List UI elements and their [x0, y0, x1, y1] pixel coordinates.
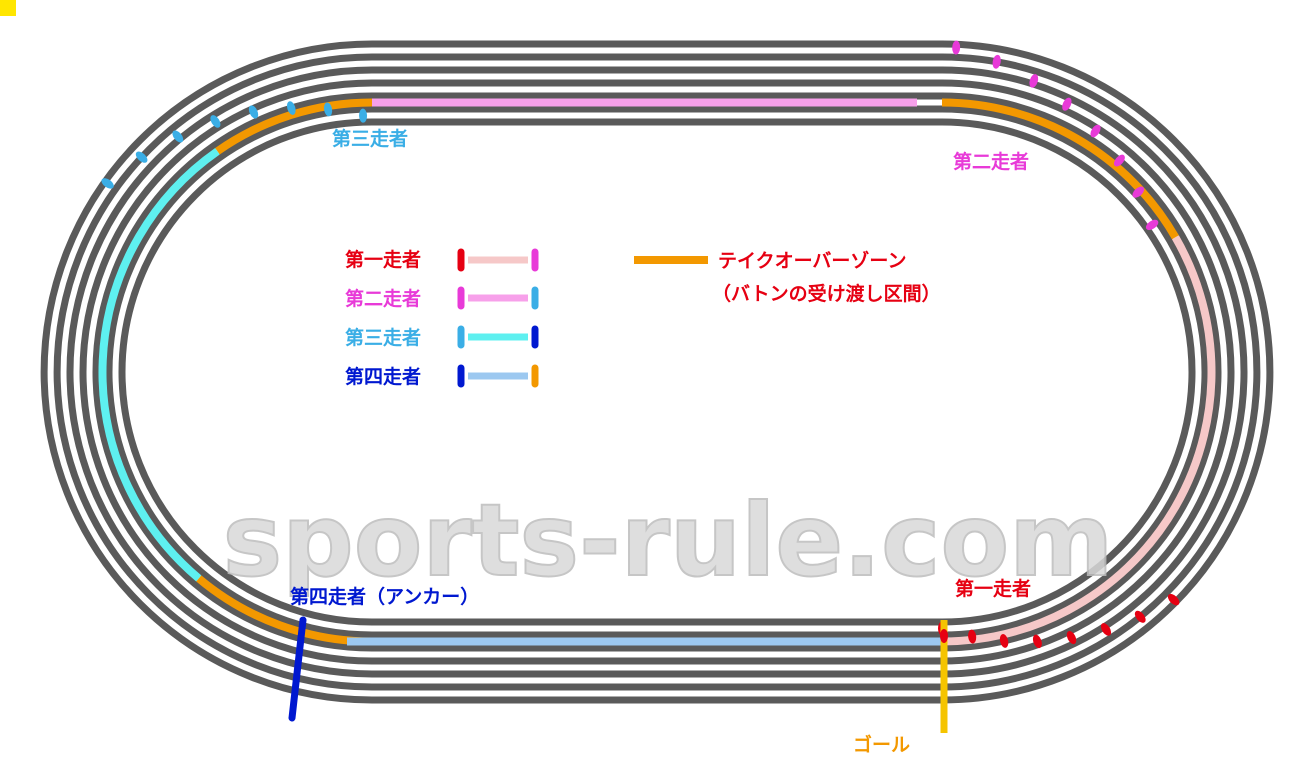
start-mark-runner1-lane1	[940, 629, 948, 643]
label-runner2: 第二走者	[953, 150, 1029, 173]
start-mark-runner3	[248, 105, 259, 119]
leg-runner3	[98, 147, 220, 582]
start-mark-runner1	[1134, 610, 1146, 623]
start-mark-runner3	[359, 108, 368, 123]
legend-item-runner4: 第四走者	[345, 364, 539, 388]
legend-item-runner3: 第三走者	[345, 325, 539, 349]
label-runner3: 第三走者	[332, 127, 408, 150]
start-mark-runner2	[952, 40, 961, 55]
start-mark-runner2	[1062, 97, 1072, 111]
start-mark-runner3	[210, 115, 221, 128]
legend-label: 第一走者	[345, 248, 421, 271]
start-mark-runner1	[1066, 631, 1077, 645]
start-mark-runner1	[1100, 623, 1112, 636]
legend-takeover-note: （バトンの受け渡し区間）	[712, 282, 941, 305]
start-marks	[101, 40, 1180, 733]
start-mark-runner2	[1029, 74, 1039, 88]
start-mark-runner2	[1113, 154, 1125, 167]
takeover-zone-1	[941, 98, 1179, 240]
start-mark-runner2	[992, 54, 1001, 69]
legend-label: 第二走者	[345, 287, 421, 310]
start-mark-runner2	[1132, 186, 1145, 198]
label-runner4: 第四走者（アンカー）	[290, 585, 479, 608]
start-mark-runner1	[968, 629, 977, 644]
legend-item-runner2: 第二走者	[345, 286, 539, 310]
start-mark-runner3	[101, 178, 114, 189]
legend-item-runner1: 第一走者	[345, 248, 539, 272]
start-mark-runner3	[172, 130, 184, 143]
start-mark-runner3	[323, 102, 333, 117]
watermark: sports-rule.com	[223, 482, 1114, 599]
start-mark-runner1	[999, 634, 1009, 648]
legend-label: 第三走者	[345, 326, 421, 349]
label-runner1: 第一走者	[955, 577, 1031, 600]
start-mark-runner3	[286, 101, 296, 115]
start-mark-runner1	[1032, 634, 1042, 649]
start-mark-runner2	[1145, 219, 1159, 231]
leg-runner1	[941, 235, 1216, 646]
label-goal: ゴール	[853, 733, 910, 753]
start-mark-runner1	[1167, 593, 1180, 606]
start-line-runner4	[288, 616, 307, 722]
legend-takeover-label: テイクオーバーゾーン	[718, 250, 906, 272]
legend: 第一走者 第二走者 第三走者 第四走者	[345, 248, 941, 388]
relay-legs	[98, 98, 1216, 646]
start-mark-runner2	[1090, 124, 1101, 138]
takeover-zone-2	[215, 98, 373, 155]
corner-marker	[0, 0, 16, 16]
start-mark-runner3	[135, 151, 148, 163]
legend-label: 第四走者	[345, 365, 421, 388]
